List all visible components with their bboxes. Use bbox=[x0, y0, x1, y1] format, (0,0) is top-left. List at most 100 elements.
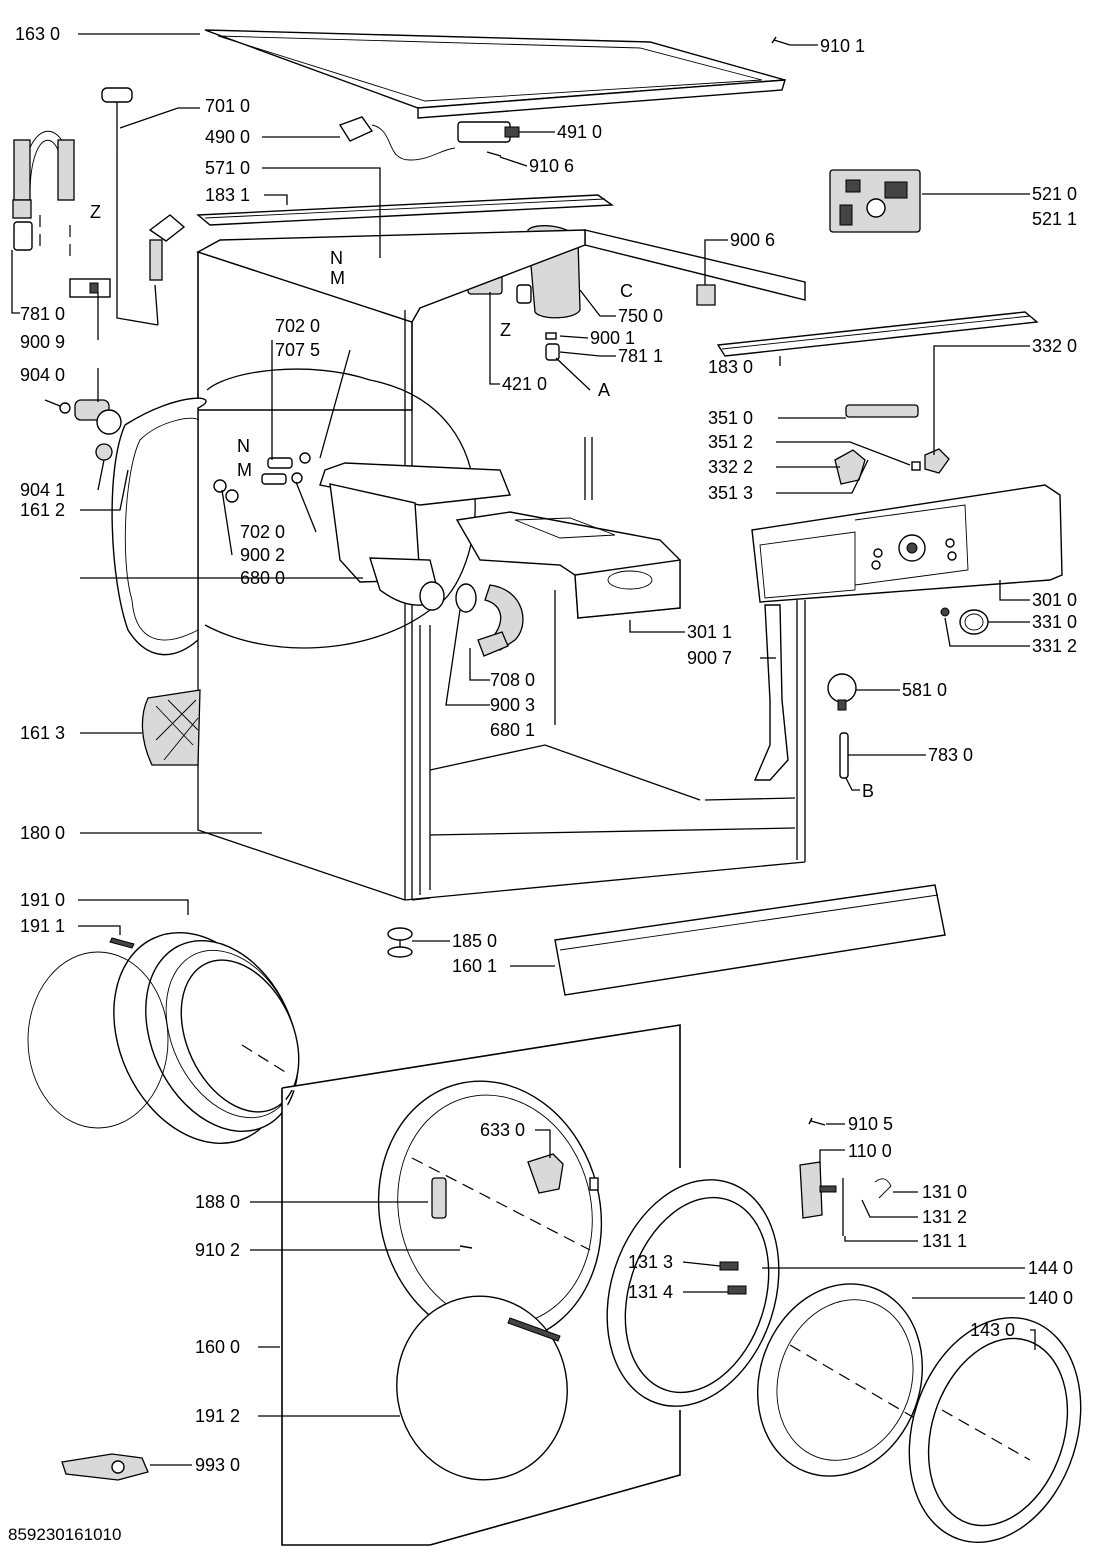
part-label-7830: 783 0 bbox=[928, 745, 973, 765]
part-label-6800: 680 0 bbox=[240, 568, 285, 588]
part-label-1800: 180 0 bbox=[20, 823, 65, 843]
part-label-7500: 750 0 bbox=[618, 306, 663, 326]
small-tube-part bbox=[545, 343, 560, 361]
part-label-1831: 183 1 bbox=[205, 185, 250, 205]
document-code: 859230161010 bbox=[8, 1525, 121, 1544]
cabinet-part bbox=[196, 229, 806, 901]
air-tube-part bbox=[839, 732, 849, 779]
part-label-1440: 144 0 bbox=[1028, 1258, 1073, 1278]
part-label-9007: 900 7 bbox=[687, 648, 732, 668]
door-gasket-part bbox=[27, 932, 300, 1144]
pump-filter-part bbox=[44, 399, 122, 435]
bellows-hose-part bbox=[455, 583, 524, 657]
part-label-9930: 993 0 bbox=[195, 1455, 240, 1475]
marker-n-tube: N bbox=[237, 436, 250, 456]
marker-z-left: Z bbox=[90, 202, 101, 222]
door-frame-part bbox=[606, 1179, 780, 1407]
part-label-5211: 521 1 bbox=[1032, 209, 1077, 229]
door-handle-part bbox=[799, 1161, 892, 1236]
leader-lines bbox=[11, 33, 1036, 1466]
part-label-6801: 680 1 bbox=[490, 720, 535, 740]
pressure-sensor-part bbox=[827, 673, 857, 711]
part-label-3010: 301 0 bbox=[1032, 590, 1077, 610]
part-label-1313: 131 3 bbox=[628, 1252, 673, 1272]
switch-part bbox=[924, 448, 950, 474]
seal-part bbox=[95, 443, 113, 461]
marker-m-tube: M bbox=[237, 460, 252, 480]
part-label-1912: 191 2 bbox=[195, 1406, 240, 1426]
part-label-9041: 904 1 bbox=[20, 480, 65, 500]
dispenser-housing-part bbox=[319, 462, 511, 611]
part-label-1310: 131 0 bbox=[922, 1182, 967, 1202]
part-label-3510: 351 0 bbox=[708, 408, 753, 428]
spring-part bbox=[109, 937, 135, 949]
part-label-9105: 910 5 bbox=[848, 1114, 893, 1134]
part-label-1850: 185 0 bbox=[452, 931, 497, 951]
door-glass-part bbox=[756, 1283, 924, 1477]
wiring-bracket-part bbox=[753, 604, 789, 781]
part-label-7075: 707 5 bbox=[275, 340, 320, 360]
part-labels: 163 0 910 1 701 0 490 0 491 0 571 0 910 … bbox=[8, 24, 1077, 1544]
dispenser-drawer-part bbox=[455, 511, 681, 619]
small-clip-part bbox=[911, 461, 921, 471]
part-label-7020a: 702 0 bbox=[275, 316, 320, 336]
part-label-1314: 131 4 bbox=[628, 1282, 673, 1302]
part-label-1100: 110 0 bbox=[848, 1141, 892, 1161]
part-label-6330: 633 0 bbox=[480, 1120, 525, 1140]
kickplate-part bbox=[554, 884, 946, 996]
part-label-9001: 900 1 bbox=[590, 328, 635, 348]
part-label-9102: 910 2 bbox=[195, 1240, 240, 1260]
marker-c: C bbox=[620, 281, 633, 301]
part-label-1830: 183 0 bbox=[708, 357, 753, 377]
rear-strip-part bbox=[196, 194, 615, 226]
marker-a: A bbox=[598, 380, 610, 400]
marker-b: B bbox=[862, 781, 874, 801]
part-label-9101: 910 1 bbox=[820, 36, 865, 56]
part-label-3512: 351 2 bbox=[708, 432, 753, 452]
part-label-5210: 521 0 bbox=[1032, 184, 1077, 204]
marker-z-right: Z bbox=[500, 320, 511, 340]
part-label-1311: 131 1 bbox=[922, 1231, 967, 1251]
part-label-1312: 131 2 bbox=[922, 1207, 967, 1227]
part-label-7080: 708 0 bbox=[490, 670, 535, 690]
screw-part bbox=[459, 1245, 473, 1249]
adjustable-foot-part bbox=[387, 927, 413, 958]
filter-cover-part bbox=[141, 689, 201, 766]
part-label-3513: 351 3 bbox=[708, 483, 753, 503]
filter-part bbox=[457, 121, 520, 143]
lamp-board-part bbox=[845, 404, 919, 418]
part-label-1613: 161 3 bbox=[20, 723, 65, 743]
part-label-3312: 331 2 bbox=[1032, 636, 1077, 656]
part-label-1630: 163 0 bbox=[15, 24, 60, 44]
part-label-5810: 581 0 bbox=[902, 680, 947, 700]
spring-part bbox=[507, 1317, 561, 1342]
part-label-1612: 161 2 bbox=[20, 500, 65, 520]
part-label-3011: 301 1 bbox=[687, 622, 732, 642]
part-label-1400: 140 0 bbox=[1028, 1288, 1073, 1308]
part-label-1911: 191 1 bbox=[20, 916, 65, 936]
part-label-9003: 900 3 bbox=[490, 695, 535, 715]
clip-part bbox=[69, 278, 111, 298]
part-label-3320: 332 0 bbox=[1032, 336, 1077, 356]
part-label-9002: 900 2 bbox=[240, 545, 285, 565]
control-panel-part bbox=[751, 484, 1063, 603]
connector-tubes-part bbox=[213, 452, 311, 503]
part-label-3310: 331 0 bbox=[1032, 612, 1077, 632]
front-panel-part bbox=[281, 1024, 681, 1546]
spring-part bbox=[940, 607, 950, 617]
part-label-1600: 160 0 bbox=[195, 1337, 240, 1357]
switch-part bbox=[834, 449, 866, 485]
part-label-4910: 491 0 bbox=[557, 122, 602, 142]
top-rail-part bbox=[716, 311, 1039, 357]
part-label-1601: 160 1 bbox=[452, 956, 497, 976]
small-seal-part bbox=[545, 332, 557, 340]
part-label-7010: 701 0 bbox=[205, 96, 250, 116]
bracket-part bbox=[696, 284, 716, 306]
part-label-5710: 571 0 bbox=[205, 158, 250, 178]
power-cord-part bbox=[338, 116, 456, 161]
hose-connector-part bbox=[148, 214, 186, 281]
part-label-4210: 421 0 bbox=[502, 374, 547, 394]
tool-part bbox=[61, 1453, 149, 1481]
part-label-4900: 490 0 bbox=[205, 127, 250, 147]
